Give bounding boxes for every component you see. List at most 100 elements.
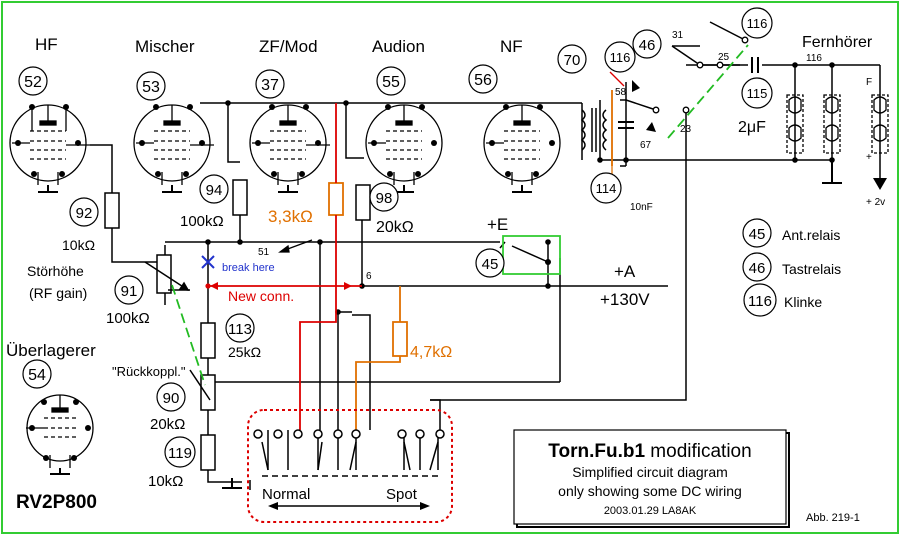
label-model: RV2P800 <box>16 492 97 513</box>
battery-arrow <box>873 178 887 190</box>
output-transformer <box>580 108 608 152</box>
value-r94: 100kΩ <box>180 213 224 230</box>
relay-46-switch <box>671 45 701 66</box>
tube-audion <box>365 104 443 185</box>
pin-6: 6 <box>366 271 372 282</box>
comp-90: 90 <box>163 390 180 407</box>
comp-119: 119 <box>168 445 192 462</box>
title-line1: Simplified circuit diagram <box>572 464 728 480</box>
label-fernhorer: Fernhörer <box>802 34 873 51</box>
relay-45-contact <box>545 259 551 265</box>
fernhorer-jacks <box>786 94 889 154</box>
relay-45-box <box>502 235 561 275</box>
comp-115: 115 <box>747 86 768 101</box>
pin-58: 58 <box>615 87 627 98</box>
value-r3k3: 3,3kΩ <box>268 207 313 226</box>
value-r98: 20kΩ <box>376 219 414 236</box>
tube-52-label: 52 <box>24 74 42 91</box>
comp-70: 70 <box>564 52 581 69</box>
label-normal: Normal <box>262 486 310 503</box>
pin-25: 25 <box>718 52 730 63</box>
value-r91: 100kΩ <box>106 310 150 327</box>
capacitor-2uF <box>751 57 759 73</box>
tube-pins <box>15 104 555 461</box>
comp-91: 91 <box>121 283 138 300</box>
label-circles <box>18 7 777 468</box>
label-plus-a: +A <box>614 262 636 281</box>
label-storhohe: Störhöhe <box>27 263 84 279</box>
tube-55-label: 55 <box>382 74 400 91</box>
value-cap10n: 10nF <box>630 202 653 213</box>
title-line2: only showing some DC wiring <box>558 483 742 499</box>
tube-53-label: 53 <box>142 79 160 96</box>
comp-45: 45 <box>482 256 499 273</box>
title-box-shadow <box>516 432 790 528</box>
comp-116-b: 116 <box>747 16 768 31</box>
title-rest: modification <box>645 441 752 462</box>
label-uberlagerer: Überlagerer <box>6 341 96 360</box>
label-nf: NF <box>500 37 523 56</box>
resistors <box>104 179 371 471</box>
klinke-contact <box>741 36 749 44</box>
nf-switch <box>625 99 657 111</box>
comp-98: 98 <box>376 190 393 207</box>
label-plus-2v: + 2v <box>866 197 885 208</box>
mode-switch-box <box>247 409 453 523</box>
comp-94: 94 <box>206 182 223 199</box>
legend-45-num: 45 <box>749 226 766 243</box>
legend-116-text: Klinke <box>784 294 822 310</box>
value-r90: 20kΩ <box>150 416 185 433</box>
tube-37-label: 37 <box>261 77 279 94</box>
orange-resistors <box>328 182 408 357</box>
klinke-switch <box>709 21 746 41</box>
pot-wipers <box>144 261 211 401</box>
legend-45-text: Ant.relais <box>782 227 840 243</box>
label-plus-e: +E <box>487 215 508 234</box>
label-audion: Audion <box>372 37 425 56</box>
relay-45-switch <box>511 245 549 263</box>
label-break-here: break here <box>222 262 275 274</box>
pin-plus: + <box>866 152 872 163</box>
tube-54-label: 54 <box>28 367 46 384</box>
value-r92: 10kΩ <box>62 237 95 253</box>
pin-31: 31 <box>672 30 684 41</box>
pin-67: 67 <box>640 140 652 151</box>
pin-51: 51 <box>258 247 270 258</box>
nf-switch-contact <box>652 106 660 114</box>
label-hf: HF <box>35 35 58 54</box>
title-box <box>513 429 787 525</box>
label-ruckkoppl: "Rückkoppl." <box>112 364 186 379</box>
red-pointer-116 <box>609 71 625 87</box>
value-r119: 10kΩ <box>148 473 183 490</box>
mode-switch-contacts <box>253 429 445 439</box>
comp-114: 114 <box>596 181 617 196</box>
contact-25 <box>696 61 704 69</box>
label-130v: +130V <box>600 290 650 309</box>
mode-switch-arrows <box>268 502 430 510</box>
pin-23: 23 <box>680 124 692 135</box>
mode-switch-levers <box>261 441 440 507</box>
pin-116: 116 <box>806 53 822 64</box>
mechanical-links <box>171 44 749 386</box>
label-mischer: Mischer <box>135 37 195 56</box>
comp-46: 46 <box>639 37 656 54</box>
tube-uberlagerer <box>26 394 94 468</box>
red-wiring <box>210 103 362 430</box>
title-heading: Torn.Fu.b1 modification <box>548 441 751 462</box>
contact-25b <box>716 61 724 69</box>
tube-56-label: 56 <box>474 72 492 89</box>
comp-113: 113 <box>228 321 252 338</box>
legend-116-num: 116 <box>748 293 772 310</box>
title-date: 2003.01.29 LA8AK <box>604 505 697 517</box>
comp-116-a: 116 <box>610 50 631 65</box>
arrow-51 <box>278 239 313 253</box>
legend-46-num: 46 <box>749 260 766 277</box>
ground-symbols <box>38 160 842 489</box>
label-spot: Spot <box>386 486 418 503</box>
label-new-conn: New conn. <box>228 288 294 304</box>
value-r113: 25kΩ <box>228 344 261 360</box>
label-figref: Abb. 219-1 <box>806 512 860 524</box>
